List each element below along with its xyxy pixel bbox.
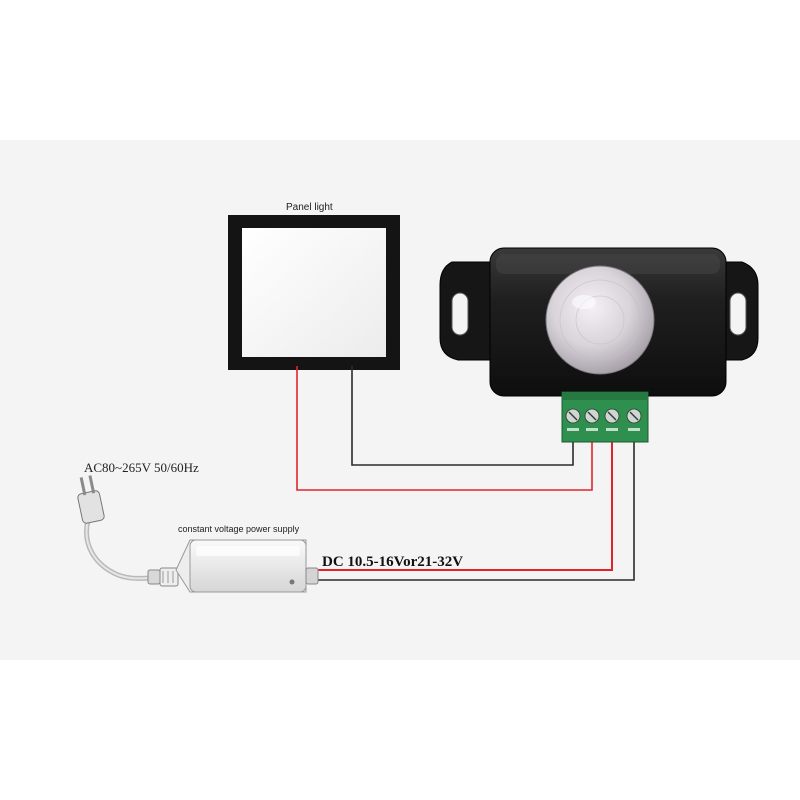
plug-icon [77, 475, 179, 587]
pir-lens-icon [545, 265, 655, 375]
power-supply-icon [175, 539, 319, 593]
wire-panel-red [296, 366, 593, 491]
ac-input-label: AC80~265V 50/60Hz [84, 460, 199, 475]
wires [296, 366, 635, 581]
sensor-module-icon [439, 247, 759, 397]
power-supply-label: constant voltage power supply [178, 524, 300, 534]
dc-output-label: DC 10.5-16Vor21-32V [322, 554, 463, 570]
wire-dc-black [318, 433, 635, 581]
terminal-block-icon [561, 391, 649, 443]
panel-light-label: Panel light [286, 202, 333, 213]
wire-dc-red [318, 433, 613, 571]
wire-panel-black [351, 366, 574, 466]
panel-light [228, 215, 400, 370]
